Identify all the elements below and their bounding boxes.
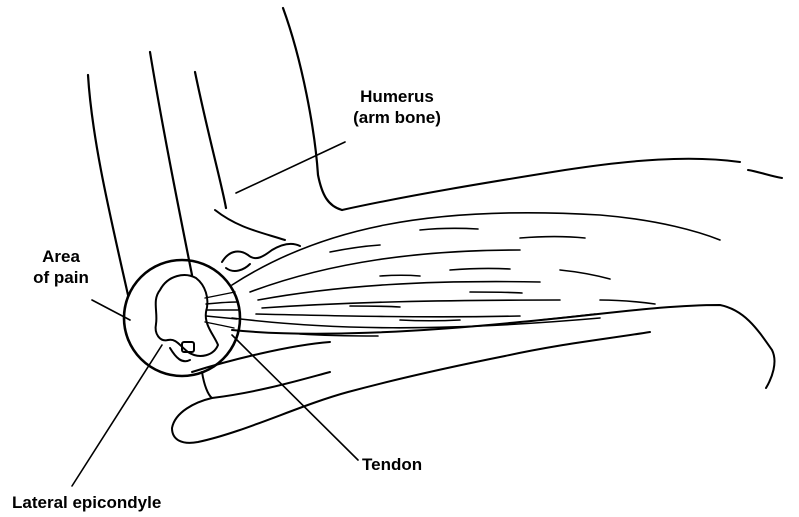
leader-lines [72, 142, 358, 486]
area-of-pain-label-line1: Area [16, 246, 106, 267]
humerus-label-line1: Humerus [337, 86, 457, 107]
humerus-leader-line [236, 142, 345, 193]
tendon-fibers [205, 292, 238, 328]
humerus-label-line2: (arm bone) [337, 107, 457, 128]
upper-arm-outline [88, 8, 342, 295]
area-of-pain-label-line2: of pain [16, 267, 106, 288]
lateral-epicondyle-shape [156, 275, 218, 361]
extensor-muscle [232, 213, 720, 336]
tendon-label: Tendon [362, 454, 422, 475]
humerus-label: Humerus (arm bone) [337, 86, 457, 128]
lateral-epicondyle-leader-line [72, 345, 162, 486]
lateral-epicondyle-label: Lateral epicondyle [12, 492, 161, 513]
area-of-pain-label: Area of pain [16, 246, 106, 288]
elbow-outline [172, 210, 650, 443]
forearm-outline [192, 159, 782, 398]
tendon-leader-line [232, 335, 358, 460]
